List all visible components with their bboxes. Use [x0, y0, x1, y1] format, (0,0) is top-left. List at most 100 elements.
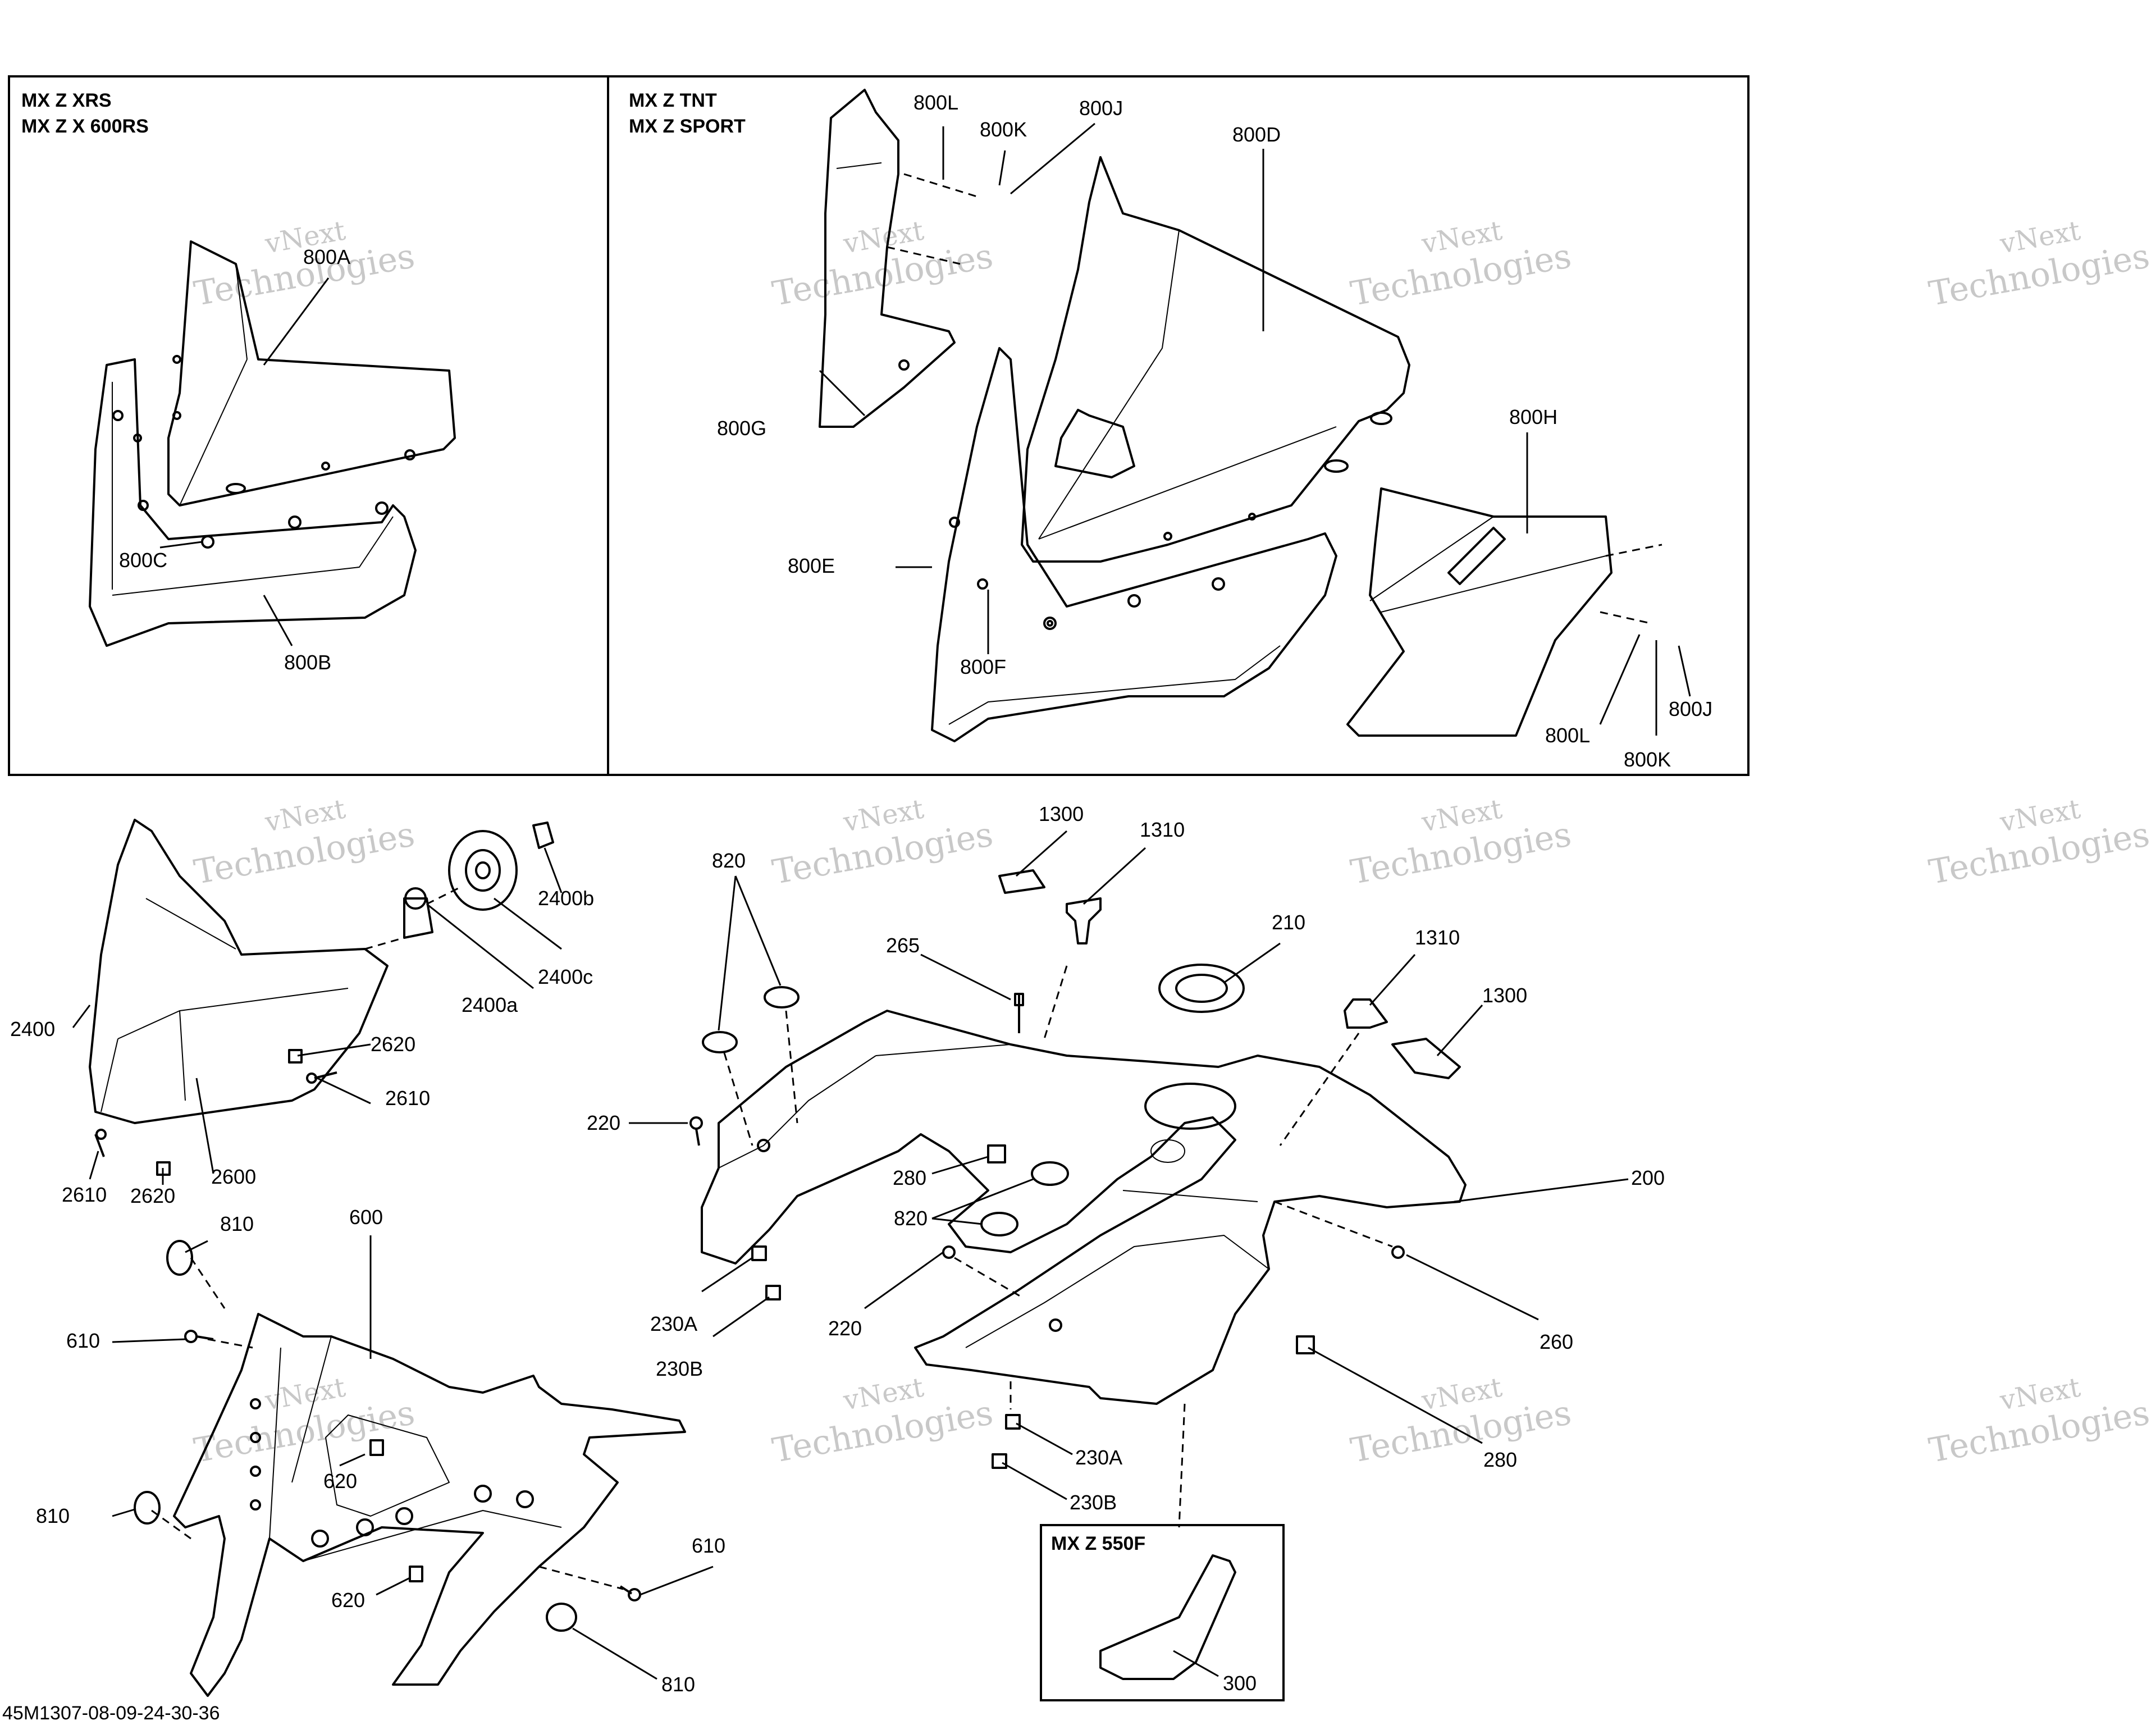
bracket-600 — [173, 1313, 686, 1697]
callout-800L-a: 800L — [913, 91, 958, 114]
grommet-820-d — [980, 1212, 1018, 1236]
windshield-800D — [1021, 156, 1410, 563]
callout-800K-a: 800K — [980, 118, 1027, 141]
callout-800D: 800D — [1232, 123, 1281, 146]
clip-2400b — [532, 822, 554, 849]
callout-265: 265 — [886, 934, 920, 957]
clip-230A-a — [751, 1245, 767, 1261]
part-1310-a — [1066, 897, 1102, 944]
grommet-820-b — [764, 986, 800, 1008]
callout-810-a: 810 — [220, 1212, 254, 1235]
side-panel-800H — [1346, 487, 1613, 737]
drawing-code: 45M1307-08-09-24-30-36 — [2, 1703, 220, 1724]
part-1300-b — [1391, 1038, 1461, 1079]
callout-810-c: 810 — [661, 1673, 695, 1696]
grommet-810-a — [166, 1240, 193, 1276]
clip-620-b — [409, 1566, 423, 1582]
panel-title-xrs-1: MX Z XRS — [21, 90, 112, 111]
callout-2610-b: 2610 — [62, 1183, 107, 1206]
callout-800E: 800E — [788, 554, 835, 577]
callout-2620-a: 2620 — [371, 1033, 415, 1056]
grommet-810-c — [546, 1603, 577, 1632]
callout-220-b: 220 — [828, 1317, 862, 1340]
callout-820-a: 820 — [712, 849, 746, 872]
callout-1300-b: 1300 — [1482, 984, 1527, 1007]
grommet-820-c — [1031, 1161, 1069, 1186]
frame-top — [8, 75, 1750, 776]
cap-2400c — [448, 830, 518, 911]
callout-2620-b: 2620 — [130, 1184, 175, 1207]
side-panel-800G — [819, 89, 956, 428]
nut-2620-a — [288, 1049, 303, 1064]
console-200 — [701, 1010, 1467, 1405]
part-drawings — [89, 89, 1613, 1697]
panel-title-tnt-1: MX Z TNT — [629, 90, 717, 111]
screw-220-b — [942, 1245, 956, 1259]
callout-1310-a: 1310 — [1140, 818, 1185, 841]
callout-2400: 2400 — [10, 1017, 55, 1041]
callout-610-b: 610 — [692, 1534, 725, 1557]
callout-800G: 800G — [717, 417, 766, 440]
pin-265 — [1014, 993, 1024, 1033]
clip-280-b — [1296, 1335, 1315, 1354]
panel-titles: MX Z XRS MX Z X 600RS MX Z TNT MX Z SPOR… — [21, 90, 1145, 1554]
callout-800H: 800H — [1509, 405, 1557, 428]
clip-230B-b — [992, 1453, 1007, 1469]
callout-620-a: 620 — [323, 1470, 357, 1493]
callout-220-a: 220 — [587, 1111, 620, 1134]
headlight-2400 — [89, 819, 389, 1124]
callout-800C: 800C — [119, 549, 167, 572]
clip-620-a — [369, 1439, 384, 1456]
screw-260 — [1391, 1245, 1405, 1259]
callout-2610-a: 2610 — [385, 1087, 430, 1110]
callout-800L-b: 800L — [1545, 724, 1590, 747]
callout-600: 600 — [349, 1206, 383, 1229]
grommet-820-a — [702, 1031, 738, 1053]
part-1310-b — [1344, 998, 1388, 1029]
callout-230A-a: 230A — [650, 1312, 697, 1335]
grommet-810-b — [134, 1491, 161, 1525]
callout-1300-a: 1300 — [1039, 802, 1084, 825]
bulb-2400a — [403, 887, 433, 939]
callout-300: 300 — [1223, 1672, 1257, 1695]
windshield-800A — [167, 240, 456, 506]
callout-210: 210 — [1272, 911, 1305, 934]
callout-800F: 800F — [960, 655, 1006, 678]
screw-2610-a — [306, 1071, 337, 1084]
callout-2400b: 2400b — [538, 887, 594, 910]
callout-800J-a: 800J — [1079, 97, 1123, 120]
screw-2610-b — [94, 1129, 107, 1157]
callout-1310-b: 1310 — [1415, 926, 1460, 949]
callout-230B-b: 230B — [1070, 1491, 1117, 1514]
clip-230B-a — [765, 1285, 781, 1300]
pad-300 — [1099, 1554, 1236, 1680]
callout-2400c: 2400c — [538, 965, 593, 988]
part-1300-a — [998, 869, 1045, 894]
callout-800B: 800B — [284, 651, 331, 674]
ring-210 — [1158, 964, 1245, 1013]
screw-610-a — [184, 1330, 214, 1343]
callout-230B-a: 230B — [656, 1357, 703, 1380]
callout-820-b: 820 — [894, 1207, 928, 1230]
callout-200: 200 — [1631, 1166, 1665, 1189]
deflector-800E — [931, 347, 1337, 742]
callout-800A: 800A — [303, 245, 350, 268]
frame-550f — [1040, 1524, 1285, 1701]
callout-2400a: 2400a — [462, 993, 518, 1016]
panel-title-xrs-2: MX Z X 600RS — [21, 116, 149, 137]
callout-610-a: 610 — [66, 1329, 100, 1352]
panel-title-tnt-2: MX Z SPORT — [629, 116, 746, 137]
panel-title-550f: MX Z 550F — [1051, 1533, 1145, 1554]
callout-280-b: 280 — [1483, 1448, 1517, 1471]
callout-labels: 800A 800C 800B 800L 800K 800J 800D 800G … — [10, 91, 1712, 1696]
callout-800J-b: 800J — [1669, 697, 1712, 720]
dashed-guides — [151, 173, 1662, 1590]
callout-620-b: 620 — [331, 1589, 365, 1612]
callout-280-a: 280 — [893, 1166, 926, 1189]
panel-frames — [8, 75, 1750, 1701]
clip-280-a — [987, 1144, 1006, 1163]
leader-lines — [72, 122, 1691, 1680]
callout-800K-b: 800K — [1624, 748, 1671, 771]
deflector-800B — [89, 358, 417, 647]
